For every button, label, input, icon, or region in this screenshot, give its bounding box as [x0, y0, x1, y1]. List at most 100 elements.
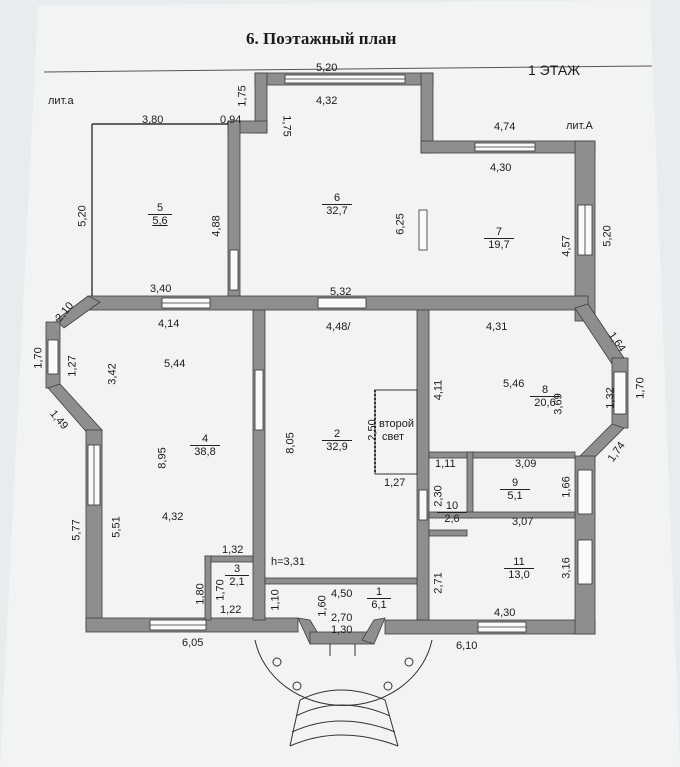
column	[272, 657, 282, 667]
room-8: 8 20,6	[530, 384, 560, 409]
window	[613, 371, 627, 415]
lit-a-small-label: лит.а	[48, 95, 74, 107]
dim-label: 5,32	[330, 286, 352, 298]
steps	[299, 689, 386, 701]
dim-label: 1,27	[384, 477, 406, 489]
window	[254, 369, 264, 431]
dim-label: 8,95	[156, 447, 169, 469]
dim-label: 1,70	[214, 579, 227, 601]
room-number: 10	[445, 500, 459, 512]
room-number: 4	[201, 433, 209, 445]
dim-label: 4,88	[210, 215, 223, 237]
dim-label: 3,40	[150, 283, 172, 295]
room-area: 38,8	[190, 445, 220, 458]
room-area: 6,1	[367, 598, 391, 611]
window	[47, 339, 59, 375]
dim-label: 5,20	[76, 205, 89, 227]
column	[292, 681, 302, 691]
dim-label: 3,16	[560, 557, 573, 579]
room-number: 5	[156, 202, 164, 214]
dim-label: 4,11	[432, 379, 445, 401]
dim-label: 3,69	[552, 393, 565, 415]
second-light-line1: второй	[379, 418, 415, 430]
dim-label: 4,48/	[326, 321, 351, 333]
floor-label: 1 ЭТАЖ	[528, 62, 581, 78]
dim-label: 6,05	[182, 637, 204, 649]
window	[317, 297, 367, 309]
dim-label: 5,44	[164, 358, 186, 370]
room-area: 19,7	[484, 238, 514, 251]
dim-label: 1,66	[560, 476, 573, 498]
room-number: 1	[375, 586, 383, 598]
room-1: 1 6,1	[367, 586, 391, 611]
wall	[361, 617, 386, 645]
room-6: 6 32,7	[322, 192, 352, 217]
wall	[466, 451, 474, 519]
window	[418, 489, 428, 521]
dim-label: 4,32	[162, 511, 184, 523]
room-7: 7 19,7	[484, 226, 514, 251]
porch	[254, 639, 433, 747]
wall	[55, 295, 101, 329]
room-area: 2,1	[225, 575, 249, 588]
dim-label: 5,77	[70, 519, 83, 541]
dim-label: 6,10	[456, 640, 478, 652]
dim-label: 4,50	[331, 588, 353, 600]
wall	[252, 309, 266, 621]
wall	[204, 555, 254, 563]
wall	[428, 529, 468, 537]
dim-label: 4,30	[494, 607, 516, 619]
dim-label: 1,22	[220, 604, 242, 616]
wall	[204, 555, 212, 621]
dim-label: 2,30	[432, 485, 445, 507]
dim-label: 5,20	[601, 225, 614, 247]
dim-label: 4,31	[486, 321, 508, 333]
room-number: 7	[495, 226, 503, 238]
room-number: 6	[333, 192, 341, 204]
wall	[428, 511, 576, 519]
dim-label: 5,46	[503, 378, 525, 390]
dim-label: 1,70	[634, 377, 647, 399]
dim-label: 1,30	[331, 624, 353, 636]
dim-label: 4,74	[494, 121, 516, 133]
window	[577, 539, 593, 585]
ceiling-height-note: h=3,31	[271, 556, 305, 568]
room-area: 32,7	[322, 204, 352, 217]
room-4: 4 38,8	[190, 433, 220, 458]
windows	[47, 74, 627, 633]
dim-label: 4,14	[158, 318, 180, 330]
room-area: 20,6	[530, 396, 560, 409]
wall	[428, 451, 576, 459]
room-3: 3 2,1	[225, 563, 249, 588]
dim-label: 1,60	[316, 595, 329, 617]
dim-label: 1,80	[194, 583, 207, 605]
dim-label: 1,10	[269, 589, 282, 611]
dim-label: 4,30	[490, 162, 512, 174]
room-2: 2 32,9	[322, 428, 352, 453]
room-number: 8	[541, 384, 549, 396]
column	[404, 657, 414, 667]
room-area: 5,6	[148, 214, 172, 227]
room-number: 11	[513, 556, 525, 568]
dim-label: 8,05	[284, 432, 297, 454]
room-number: 2	[333, 428, 341, 440]
second-light-line2: свет	[382, 431, 405, 443]
dim-label: 3,09	[515, 458, 537, 470]
dim-label: 4,32	[316, 95, 338, 107]
dim-label: 6,25	[394, 213, 407, 235]
dim-label: 1,32	[222, 544, 244, 556]
dim-label: 2,70	[331, 612, 353, 624]
room-area: 5,1	[500, 489, 530, 502]
room-area: 13,0	[504, 568, 534, 581]
dim-label: 0,94	[220, 114, 242, 126]
column	[383, 681, 393, 691]
dim-label: 1,32	[604, 387, 617, 409]
dim-label: 1,75	[236, 85, 249, 107]
lit-a-big-label: лит.А	[566, 120, 593, 132]
room-5: 5 5,6	[148, 202, 172, 227]
dim-label: 1,75	[280, 115, 293, 137]
room-number: 9	[511, 477, 519, 489]
